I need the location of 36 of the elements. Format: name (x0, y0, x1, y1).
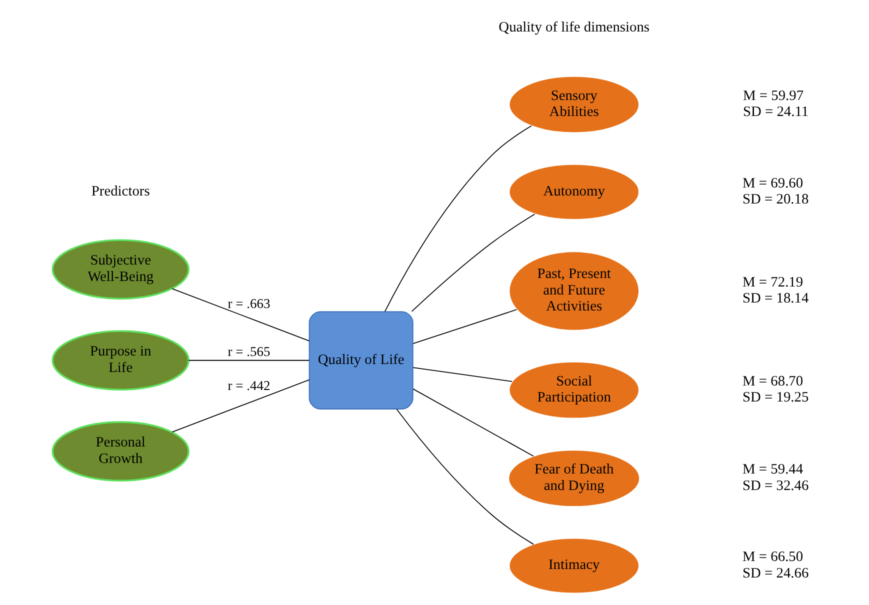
node-label: M = 66.50 (742, 549, 804, 566)
connector (396, 408, 534, 545)
label: Quality of life dimensions (498, 19, 650, 36)
edge-label: r = .565 (228, 344, 270, 359)
connector (188, 360, 310, 361)
node-label: SD = 24.11 (742, 104, 809, 120)
node-label: SD = 32.46 (742, 478, 809, 494)
node-ellipse: Autonomy (508, 164, 640, 220)
node-ellipse: Fear of Death and Dying (508, 450, 640, 507)
connector (412, 309, 518, 344)
node-box: Quality of Life (308, 311, 414, 410)
label: Predictors (91, 183, 150, 200)
node-label: SD = 20.18 (742, 191, 809, 208)
connector (384, 125, 532, 312)
node-ellipse: Social Participation (508, 362, 640, 419)
node-ellipse: Personal Growth (52, 421, 190, 482)
node-label: SD = 24.66 (742, 565, 809, 582)
connector (412, 388, 534, 457)
node-label: SD = 19.25 (742, 390, 809, 406)
node-label: M = 68.70 (742, 373, 804, 390)
node-label: M = 72.19 (742, 274, 804, 290)
node-label: M = 59.97 (742, 88, 804, 104)
node-ellipse: Intimacy (508, 538, 640, 594)
node-ellipse: Purpose in Life (52, 330, 190, 391)
node-ellipse: Past, Present and Future Activities (508, 251, 640, 331)
connector (172, 379, 310, 432)
connector (172, 288, 310, 342)
connector (411, 214, 536, 312)
node-ellipse: Sensory Abilities (508, 76, 640, 134)
edge-label: r = .442 (228, 378, 270, 394)
connector (412, 367, 512, 382)
edge-label: r = .663 (228, 296, 270, 312)
node-label: SD = 18.14 (742, 290, 809, 307)
node-ellipse: Subjective Well-Being (52, 239, 190, 300)
node-label: M = 59.44 (742, 462, 804, 478)
node-label: M = 69.60 (742, 175, 804, 192)
